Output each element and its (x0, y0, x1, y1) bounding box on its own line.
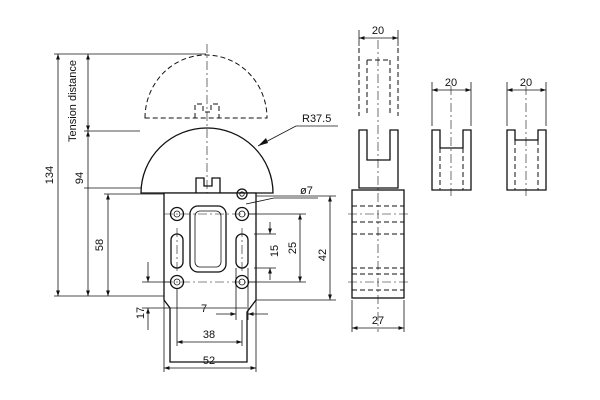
side-base-block (351, 189, 405, 299)
dim-134: 134 (44, 166, 56, 184)
base-plate (163, 192, 257, 363)
front-dimensions: 134 Tension distance 94 58 R37.5 ø7 15 2… (44, 53, 338, 372)
dim-side-20: 20 (372, 25, 384, 37)
dim-view2-20: 20 (445, 77, 457, 89)
tensioned-cam-outline (144, 54, 268, 119)
plate-window (189, 205, 227, 273)
dim-25: 25 (287, 242, 299, 254)
view2-outline (431, 129, 472, 191)
dim-15: 15 (269, 245, 281, 257)
dim-42: 42 (317, 249, 329, 261)
side-dimensions: 20 27 (351, 25, 405, 332)
dim-52: 52 (203, 355, 215, 367)
dim-side-27: 27 (372, 315, 384, 327)
detail-view-2: 20 (431, 77, 472, 196)
dim-94: 94 (74, 172, 86, 184)
side-tensioned-outline (358, 48, 399, 116)
detail-view-3: 20 (506, 77, 547, 196)
cam-notch (195, 177, 221, 193)
hole-diameter-label: ø7 (300, 185, 313, 197)
dim-17: 17 (135, 307, 147, 319)
side-cam-outline (358, 129, 399, 189)
dim-58: 58 (94, 239, 106, 251)
view3-outline (506, 129, 547, 191)
dim-38: 38 (203, 329, 215, 341)
tension-distance-label: Tension distance (67, 60, 79, 142)
side-view (348, 40, 410, 332)
dim-view3-20: 20 (520, 77, 532, 89)
front-view (140, 44, 274, 363)
dim-7: 7 (201, 303, 207, 315)
radius-label: R37.5 (302, 113, 331, 125)
cam-outline (140, 127, 274, 194)
